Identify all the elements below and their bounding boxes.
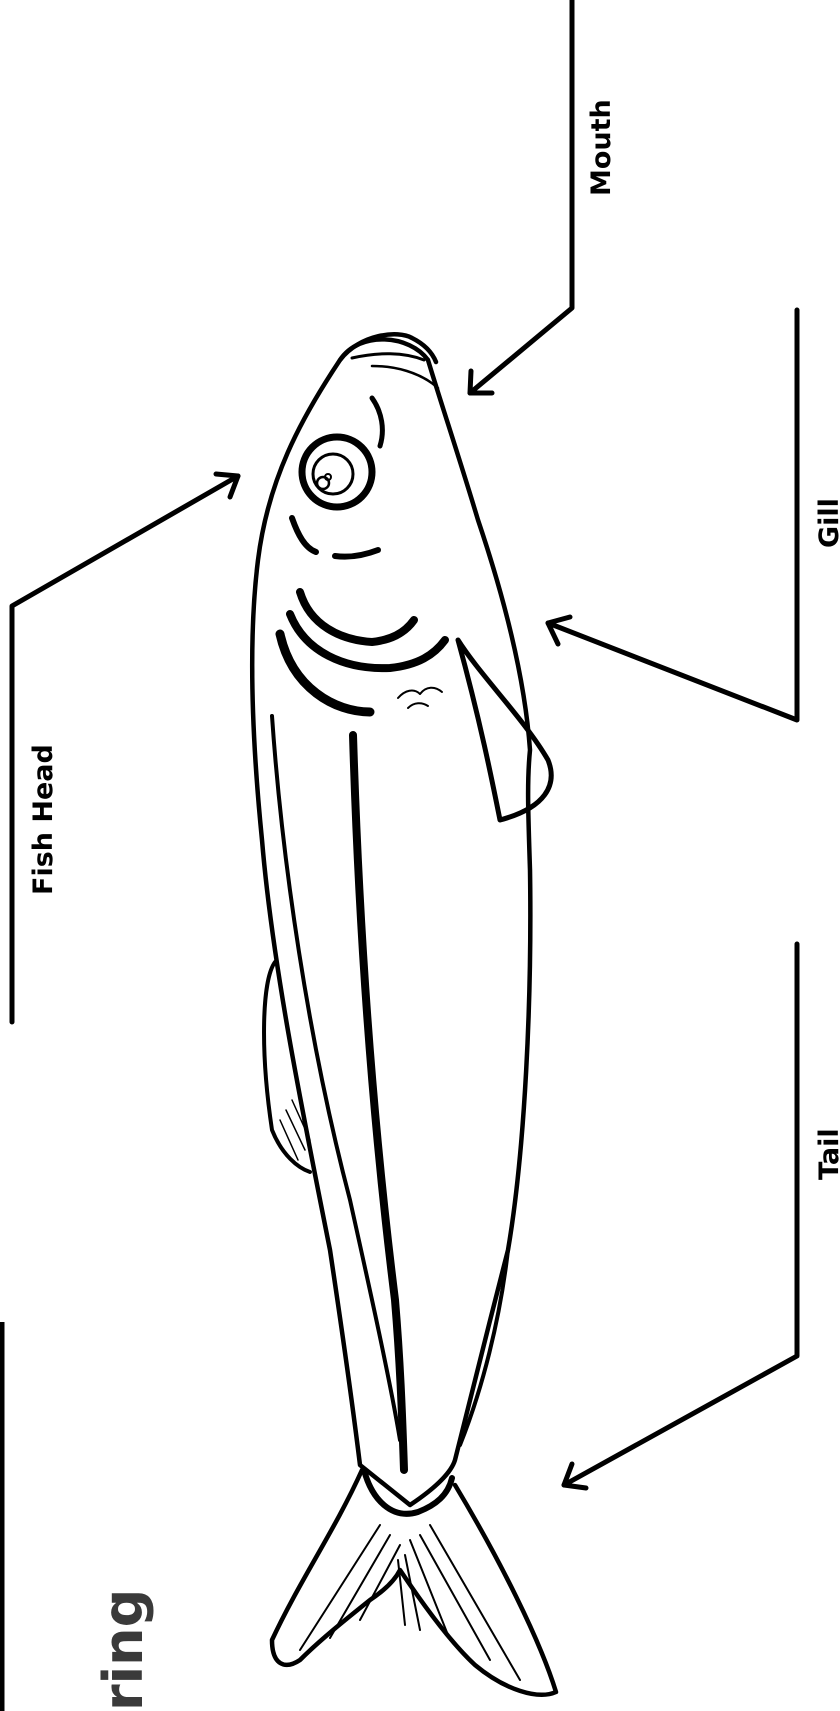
fish-jaw-line bbox=[352, 354, 424, 360]
fish-pectoral-fin bbox=[458, 640, 551, 820]
fish-eye-highlight-2 bbox=[325, 474, 331, 480]
tail-callout bbox=[564, 944, 797, 1488]
fish-lateral-line-thick bbox=[353, 735, 404, 1470]
label-mouth: Mouth bbox=[586, 99, 617, 196]
fish-gill-texture bbox=[398, 688, 442, 708]
label-fish-head: Fish Head bbox=[28, 744, 59, 895]
fish-eye-highlight bbox=[317, 477, 329, 489]
fish-lateral-line-top bbox=[272, 716, 400, 1440]
fish-gill-arc-1 bbox=[300, 592, 414, 642]
label-gill: Gill bbox=[814, 498, 840, 548]
fish-brow bbox=[372, 398, 382, 446]
fish-cheek-2 bbox=[335, 550, 378, 557]
label-tail: Tail bbox=[814, 1128, 840, 1180]
fish-gill-arc-3 bbox=[280, 634, 370, 712]
fish-tail-rays bbox=[300, 1525, 520, 1680]
page-title: ring bbox=[92, 1589, 155, 1711]
fish-jaw-line-2 bbox=[372, 366, 438, 388]
fish-dorsal-fin bbox=[264, 962, 310, 1172]
fish-illustration bbox=[252, 334, 556, 1694]
fish-cheek-1 bbox=[292, 518, 316, 552]
gill-callout bbox=[548, 310, 797, 720]
mouth-callout bbox=[470, 0, 572, 393]
